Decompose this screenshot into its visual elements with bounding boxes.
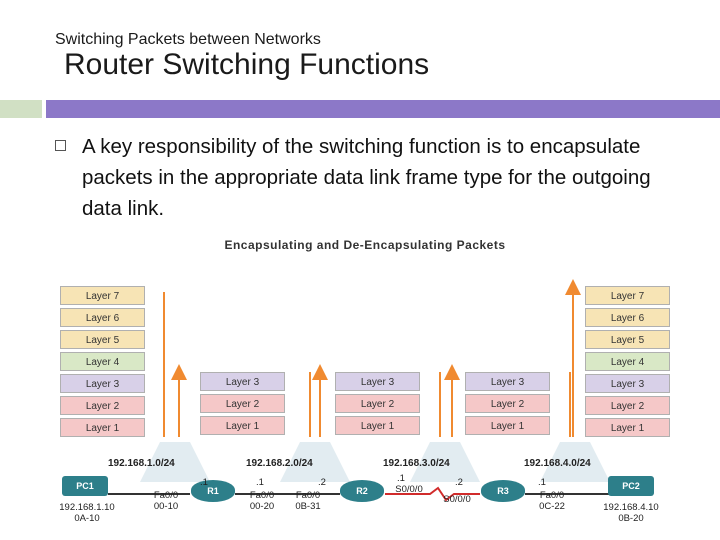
layer-3: Layer 3 <box>200 372 285 391</box>
pc2-device: PC2 <box>608 476 654 496</box>
r2-if2: S0/0/0 <box>395 484 423 495</box>
r1-addr-a: .1 <box>200 477 208 488</box>
layer-2: Layer 2 <box>465 394 550 413</box>
pc1-ip: 192.168.1.10 <box>59 502 115 513</box>
encapsulation-diagram: Encapsulating and De-Encapsulating Packe… <box>50 232 690 532</box>
layer-1: Layer 1 <box>335 416 420 435</box>
pc2-mac: 0B-20 <box>618 513 644 524</box>
r3-if1: S0/0/0 <box>443 494 471 505</box>
layer-2: Layer 2 <box>60 396 145 415</box>
layer-2: Layer 2 <box>200 394 285 413</box>
slide-kicker: Switching Packets between Networks <box>55 31 321 48</box>
r1-if2: Fa0/0 <box>249 490 275 501</box>
slide-title: Router Switching Functions <box>64 48 430 81</box>
r3-router: R3 <box>481 480 525 502</box>
r3-if2: Fa0/0 <box>539 490 565 501</box>
layer-6: Layer 6 <box>585 308 670 327</box>
layer-4: Layer 4 <box>60 352 145 371</box>
r1-router: R1 <box>191 480 235 502</box>
layer-4: Layer 4 <box>585 352 670 371</box>
pc1-device: PC1 <box>62 476 108 496</box>
r1-osi-stack: Layer 3 Layer 2 Layer 1 <box>200 372 285 438</box>
network-label-1: 192.168.1.0/24 <box>108 458 175 469</box>
network-label-2: 192.168.2.0/24 <box>246 458 313 469</box>
diagram-arrows <box>108 279 610 502</box>
r2-mac1: 0B-31 <box>295 501 321 512</box>
layer-1: Layer 1 <box>60 418 145 437</box>
network-label-4: 192.168.4.0/24 <box>524 458 591 469</box>
r1-mac2: 00-20 <box>249 501 275 512</box>
layer-1: Layer 1 <box>585 418 670 437</box>
cone-net3 <box>410 442 480 482</box>
r1-addr-b: .1 <box>256 477 264 488</box>
layer-1: Layer 1 <box>200 416 285 435</box>
r3-addr-b: .1 <box>538 477 546 488</box>
r1-if1: Fa0/0 <box>153 490 179 501</box>
network-label-3: 192.168.3.0/24 <box>383 458 450 469</box>
bullet-text: A key responsibility of the switching fu… <box>82 135 651 220</box>
bullet-square-icon <box>55 140 66 151</box>
r2-addr-a: .2 <box>318 477 326 488</box>
diagram-title: Encapsulating and De-Encapsulating Packe… <box>224 238 506 252</box>
layer-7: Layer 7 <box>585 286 670 305</box>
layer-2: Layer 2 <box>585 396 670 415</box>
r1-mac1: 00-10 <box>153 501 179 512</box>
layer-3: Layer 3 <box>335 372 420 391</box>
layer-5: Layer 5 <box>60 330 145 349</box>
r3-addr-a: .2 <box>455 477 463 488</box>
r2-addr-b: .1 <box>397 473 405 484</box>
layer-2: Layer 2 <box>335 394 420 413</box>
layer-3: Layer 3 <box>585 374 670 393</box>
r3-osi-stack: Layer 3 Layer 2 Layer 1 <box>465 372 550 438</box>
layer-5: Layer 5 <box>585 330 670 349</box>
r3-mac2: 0C-22 <box>539 501 565 512</box>
layer-3: Layer 3 <box>60 374 145 393</box>
layer-6: Layer 6 <box>60 308 145 327</box>
r2-router: R2 <box>340 480 384 502</box>
pc1-mac: 0A-10 <box>74 513 100 524</box>
pc2-ip: 192.168.4.10 <box>603 502 659 513</box>
layer-7: Layer 7 <box>60 286 145 305</box>
cone-net1 <box>140 442 210 482</box>
cone-net4 <box>540 442 610 482</box>
accent-bar-purple <box>46 100 720 118</box>
layer-1: Layer 1 <box>465 416 550 435</box>
link-r2-r3-serial <box>385 486 480 502</box>
cone-net2 <box>280 442 350 482</box>
accent-bar-green <box>0 100 42 118</box>
pc1-osi-stack: Layer 7 Layer 6 Layer 5 Layer 4 Layer 3 … <box>60 286 145 440</box>
layer-3: Layer 3 <box>465 372 550 391</box>
r2-osi-stack: Layer 3 Layer 2 Layer 1 <box>335 372 420 438</box>
pc2-osi-stack: Layer 7 Layer 6 Layer 5 Layer 4 Layer 3 … <box>585 286 670 440</box>
r2-if1: Fa0/0 <box>295 490 321 501</box>
